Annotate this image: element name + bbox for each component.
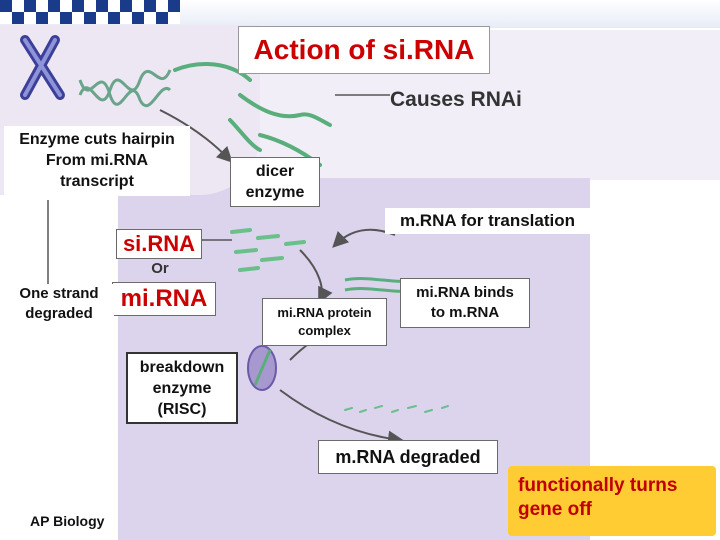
- slide-footer: AP Biology: [30, 513, 105, 529]
- label-dicer-line1: dicer: [255, 163, 295, 180]
- label-mirna: mi.RNA: [112, 282, 216, 316]
- label-protein-complex: mi.RNA protein complex: [262, 298, 387, 346]
- label-mirna-binds-line2: to m.RNA: [430, 304, 500, 321]
- label-enzyme-cuts: Enzyme cuts hairpin From mi.RNA transcri…: [4, 126, 190, 196]
- label-enzyme-cuts-line1: Enzyme cuts hairpin: [19, 131, 175, 148]
- risc-complex-icon: [247, 345, 277, 391]
- slide-subtitle: Causes RNAi: [390, 88, 522, 111]
- label-breakdown-line2: enzyme: [152, 380, 212, 397]
- label-mirna-binds: mi.RNA binds to m.RNA: [400, 278, 530, 328]
- checker-decoration-row2: [0, 12, 180, 24]
- label-protein-complex-line2: complex: [298, 323, 351, 338]
- chromosome-icon: [20, 35, 65, 100]
- label-sirna: si.RNA: [116, 229, 202, 259]
- label-one-strand-degraded: One strand degraded: [4, 284, 114, 324]
- label-dicer-line2: enzyme: [245, 184, 305, 201]
- callout-gene-off: functionally turns gene off: [508, 466, 716, 536]
- label-protein-complex-line1: mi.RNA protein: [277, 305, 372, 320]
- label-breakdown-enzyme: breakdown enzyme (RISC): [126, 352, 238, 424]
- label-enzyme-cuts-line3: transcript: [60, 173, 134, 190]
- label-dicer-enzyme: dicer enzyme: [230, 157, 320, 207]
- label-mrna-translation: m.RNA for translation: [385, 208, 590, 234]
- callout-line1: functionally turns: [518, 475, 678, 496]
- sirna-fragments: [230, 228, 306, 272]
- label-enzyme-cuts-line2: From mi.RNA: [45, 152, 149, 169]
- checker-decoration: [0, 0, 180, 12]
- label-mrna-degraded: m.RNA degraded: [318, 440, 498, 474]
- label-mirna-binds-line1: mi.RNA binds: [416, 284, 514, 301]
- label-or: Or: [151, 260, 169, 277]
- degraded-mrna-fragments: [344, 405, 449, 413]
- label-breakdown-line3: (RISC): [157, 401, 207, 418]
- label-leader-lines: [47, 94, 390, 290]
- callout-line2: gene off: [518, 499, 592, 520]
- label-breakdown-line1: breakdown: [139, 359, 225, 376]
- label-one-strand-line1: One strand: [19, 285, 99, 302]
- label-one-strand-line2: degraded: [25, 305, 93, 322]
- dna-helix-icon: [78, 69, 172, 108]
- hairpin-rna: [173, 62, 332, 167]
- slide-header-bar: [0, 0, 720, 28]
- slide-title: Action of si.RNA: [238, 26, 490, 74]
